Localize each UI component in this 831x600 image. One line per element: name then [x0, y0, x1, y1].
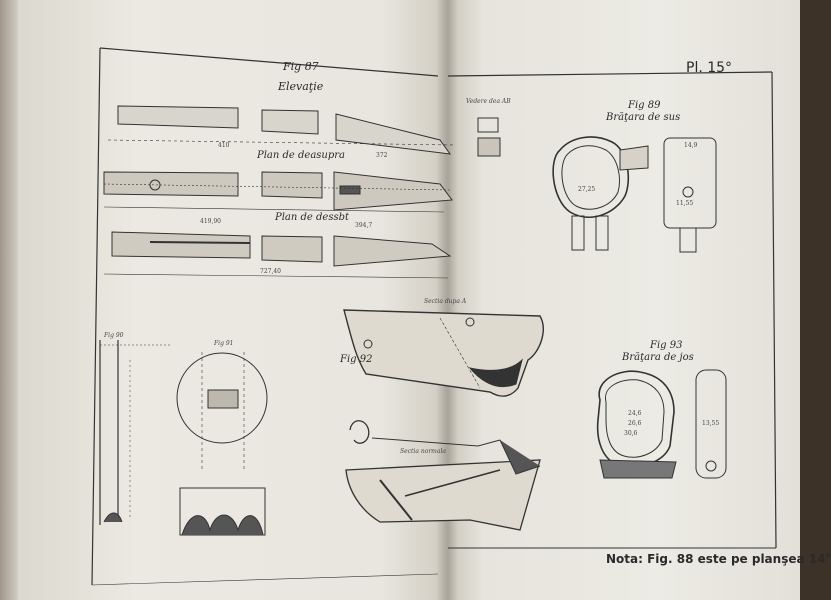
- technical-drawing: [91, 47, 777, 586]
- fig87-dim-3: 419,90: [200, 218, 221, 225]
- fig89-dim-1: 27,25: [578, 186, 596, 193]
- fig91-label: Fig 91: [214, 340, 234, 347]
- book-edge: [0, 0, 18, 600]
- plate-note: Nota: Fig. 88 este pe planşea 14°: [606, 552, 831, 566]
- fig93-dim-1: 24,6: [628, 410, 642, 417]
- fig92-section-note-2: Sectia normala: [400, 448, 446, 455]
- fig89-upper-band: [552, 136, 717, 253]
- fig87-plan-above: [103, 171, 453, 213]
- fig87-elevation-title: Elevaţie: [278, 80, 324, 93]
- fig87-plan-above-title: Plan de deasupra: [257, 150, 346, 161]
- fig93-label: Fig 93: [650, 340, 683, 351]
- fig87-dim-4: 394,7: [355, 222, 373, 229]
- fig87-plan-below: [103, 231, 452, 279]
- fig87-dim-2: 372: [376, 152, 388, 159]
- fig92-section-note: Sectia dupa A: [424, 298, 467, 305]
- fig87-dim-5: 727,40: [260, 268, 281, 275]
- fig92-label: Fig 92: [340, 354, 373, 365]
- fig89-dim-3: 11,55: [676, 200, 694, 207]
- right-border-top: [447, 71, 773, 77]
- fig91-drawing: [176, 352, 268, 536]
- left-border-top: [99, 47, 439, 77]
- fig89-title: Brăţara de sus: [606, 112, 681, 123]
- fig89-dim-2: 14,9: [684, 142, 698, 149]
- fig92-drawing: [343, 309, 544, 531]
- fig89-label: Fig 89: [628, 100, 661, 111]
- fig87-dim-1: 410: [218, 142, 230, 149]
- fig93-dim-4: 13,55: [702, 420, 720, 427]
- fig93-dim-3: 30,6: [624, 430, 638, 437]
- fig93-title: Brăţara de jos: [622, 352, 694, 363]
- fig90-label: Fig 90: [104, 332, 124, 339]
- fig90-drawing: [99, 340, 170, 525]
- fig87-view-ab: Vedere dea AB: [466, 98, 511, 105]
- plate-number: Pl. 15°: [686, 60, 733, 76]
- left-border-side: [91, 47, 101, 586]
- fig87-plan-below-title: Plan de dessbt: [275, 212, 350, 223]
- fig87-elevation: [107, 105, 456, 155]
- fig87-label: Fig 87: [283, 60, 319, 73]
- fig93-lower-band: [596, 369, 727, 479]
- fig93-dim-2: 26,6: [628, 420, 642, 427]
- right-border-side: [771, 71, 777, 549]
